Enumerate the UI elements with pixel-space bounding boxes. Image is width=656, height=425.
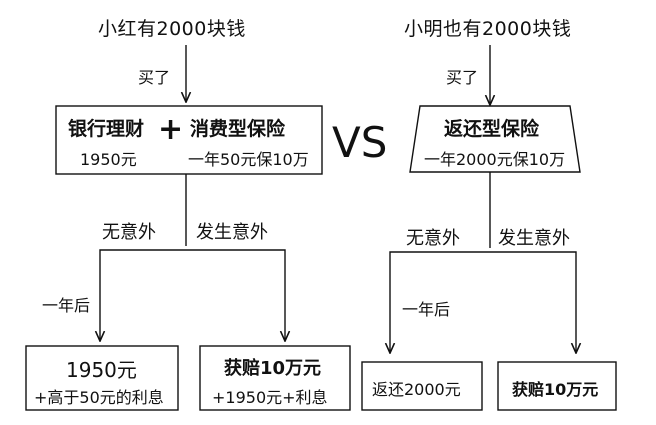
- right-item-detail: 一年2000元保10万: [424, 150, 566, 169]
- left-item2: 消费型保险: [190, 118, 286, 140]
- left-plan-box: [55, 105, 323, 175]
- right-title: 小明也有2000块钱: [404, 18, 572, 40]
- right-result-yes-box: [497, 361, 617, 411]
- vs-label: VS: [332, 118, 388, 167]
- plus-sign: +: [158, 112, 184, 147]
- right-result-no-main: 返还2000元: [372, 380, 461, 399]
- right-plan-box: [409, 105, 581, 173]
- right-branch-accident: 发生意外: [498, 228, 570, 249]
- left-title: 小红有2000块钱: [98, 18, 246, 40]
- left-bought-label: 买了: [138, 68, 171, 87]
- right-result-yes-main: 获赔10万元: [512, 380, 599, 399]
- left-fork: [99, 249, 286, 324]
- left-item2-detail: 一年50元保10万: [188, 150, 309, 169]
- right-one-year-later: 一年后: [402, 300, 451, 319]
- left-result-no-box: [25, 345, 179, 411]
- left-branch-no-accident: 无意外: [102, 222, 156, 243]
- left-result-no-main: 1950元: [66, 358, 137, 382]
- right-item: 返还型保险: [444, 118, 540, 140]
- left-one-year-later: 一年后: [42, 296, 91, 315]
- right-fork: [389, 251, 577, 336]
- left-item1-amount: 1950元: [80, 150, 137, 169]
- left-result-yes-sub: +1950元+利息: [212, 388, 328, 407]
- right-bought-label: 买了: [446, 68, 479, 87]
- left-result-yes-main: 获赔10万元: [224, 358, 322, 379]
- left-result-yes-box: [199, 345, 351, 411]
- right-result-no-box: [361, 361, 483, 411]
- left-branch-accident: 发生意外: [196, 222, 268, 243]
- left-item1: 银行理财: [68, 118, 145, 140]
- right-branch-no-accident: 无意外: [406, 228, 460, 249]
- left-result-no-sub: +高于50元的利息: [34, 388, 164, 407]
